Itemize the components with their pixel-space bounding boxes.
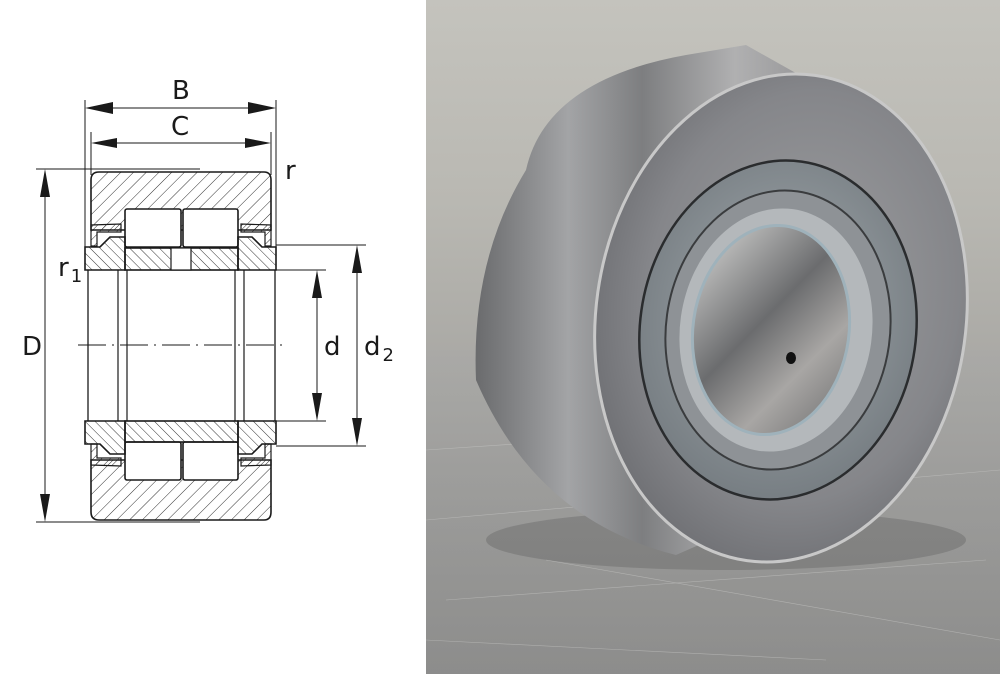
bearing-photo	[426, 0, 1000, 674]
bearing-photo-illustration	[426, 45, 1000, 674]
bearing-section-svg	[36, 100, 366, 523]
dimension-label-B: B	[172, 76, 190, 106]
dimension-label-C: C	[171, 112, 190, 142]
lube-hole	[786, 352, 796, 364]
dimension-label-r: r	[285, 156, 296, 186]
dimension-label-d: d	[324, 332, 341, 362]
dimension-label-D: D	[22, 332, 43, 362]
